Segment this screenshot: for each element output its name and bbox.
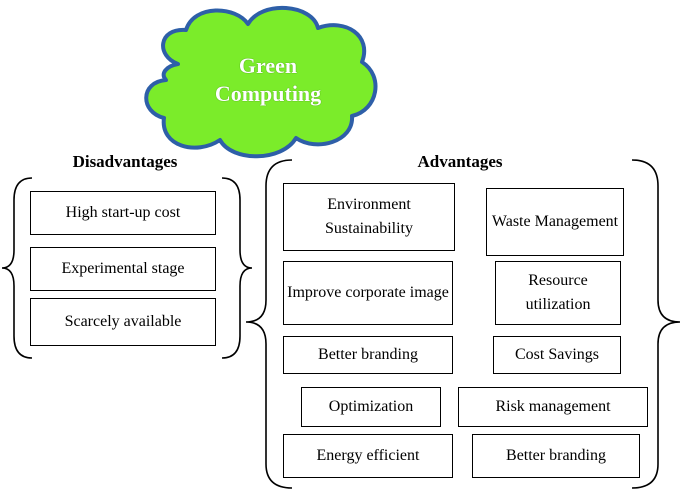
advantage-box-resource-utilization: Resource utilization: [495, 261, 621, 325]
disadvantages-left-brace: [1, 177, 33, 359]
advantage-box-better-branding-2: Better branding: [472, 434, 640, 478]
cloud-icon: [144, 5, 378, 159]
disadvantages-title: Disadvantages: [72, 152, 178, 171]
cloud-title-line1: Green: [238, 53, 298, 78]
disadvantage-box-scarcely-available: Scarcely available: [30, 298, 216, 346]
advantages-left-brace: [245, 159, 293, 489]
disadvantages-right-brace: [221, 177, 253, 359]
cloud-title: Green Computing: [188, 52, 348, 108]
cloud-title-line2: Computing: [214, 81, 322, 106]
advantage-box-better-branding: Better branding: [283, 336, 453, 374]
disadvantage-box-high-start-up-cost: High start-up cost: [30, 191, 216, 235]
advantage-box-energy-efficient: Energy efficient: [283, 434, 453, 478]
advantage-box-optimization: Optimization: [301, 387, 441, 427]
advantage-box-improve-corporate-image: Improve corporate image: [283, 261, 453, 325]
advantages-right-brace: [631, 159, 681, 489]
advantage-box-cost-savings: Cost Savings: [493, 336, 621, 374]
disadvantage-box-experimental-stage: Experimental stage: [30, 247, 216, 291]
advantage-box-waste-management: Waste Management: [486, 188, 624, 256]
advantage-box-risk-management: Risk management: [458, 387, 648, 427]
advantage-box-environment-sustainability: Environment Sustainability: [283, 183, 455, 251]
advantages-title: Advantages: [417, 152, 503, 171]
